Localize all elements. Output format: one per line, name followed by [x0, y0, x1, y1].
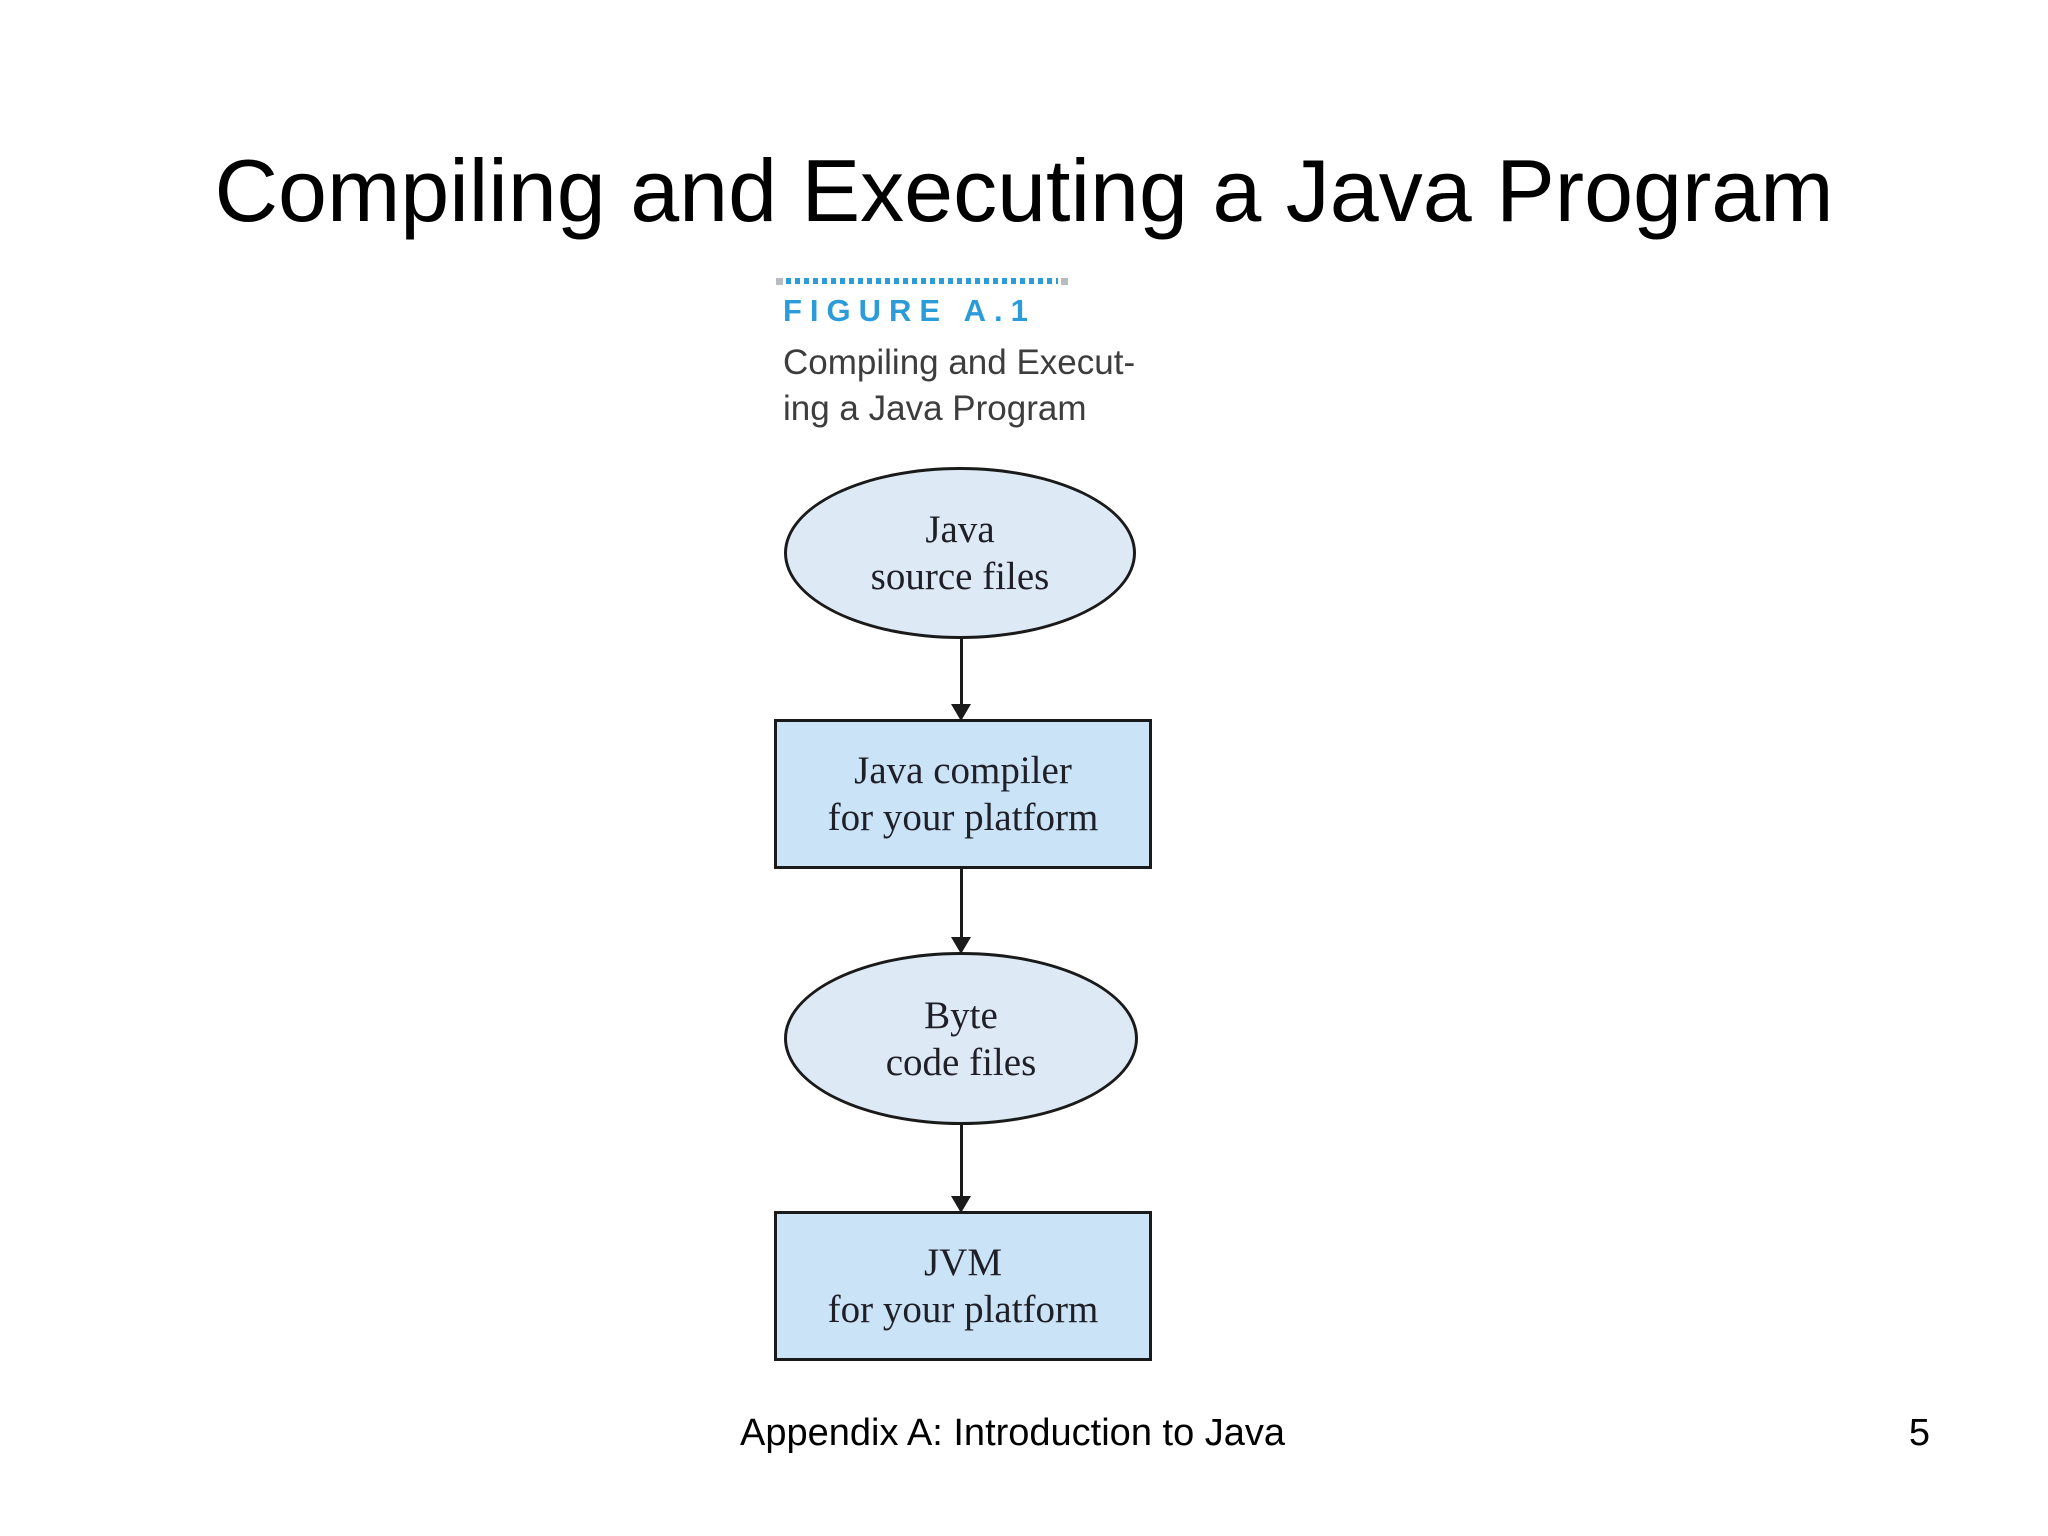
arrow-head-icon	[951, 937, 971, 954]
node-jvm: JVM for your platform	[774, 1211, 1152, 1361]
figure-caption: Compiling and Execut- ing a Java Program	[783, 340, 1135, 432]
figure-caption-line-1: Compiling and Execut-	[783, 343, 1136, 382]
footer-text: Appendix A: Introduction to Java	[740, 1412, 1286, 1454]
leader-dots-line	[776, 277, 1068, 285]
leader-cap-right	[1061, 277, 1068, 285]
node-label-line: Java	[925, 508, 995, 551]
arrow-head-icon	[951, 1196, 971, 1213]
arrow-head-icon	[951, 704, 971, 721]
node-label-line: source files	[870, 555, 1050, 598]
node-label-line: code files	[885, 1040, 1037, 1084]
flow-arrow-3	[950, 1123, 972, 1213]
page-number: 5	[1908, 1412, 1930, 1454]
arrow-shaft	[959, 867, 963, 937]
page-title: Compiling and Executing a Java Program	[214, 141, 1834, 240]
node-label-line: for your platform	[827, 796, 1099, 839]
node-label-line: for your platform	[827, 1288, 1099, 1331]
node-label-line: JVM	[923, 1241, 1003, 1284]
flow-arrow-1	[950, 637, 972, 721]
arrow-shaft	[959, 1123, 963, 1196]
node-byte-code-files: Byte code files	[784, 952, 1138, 1125]
node-label-line: Java compiler	[854, 749, 1072, 792]
leader-dots	[786, 278, 1058, 284]
leader-cap-left	[776, 277, 783, 285]
figure-label: FIGURE A.1	[783, 293, 1036, 328]
figure-caption-line-2: ing a Java Program	[783, 389, 1087, 428]
arrow-shaft	[959, 637, 963, 704]
node-java-compiler: Java compiler for your platform	[774, 719, 1152, 869]
node-java-source-files: Java source files	[784, 467, 1136, 639]
node-label-line: Byte	[924, 993, 998, 1037]
flow-arrow-2	[950, 867, 972, 954]
